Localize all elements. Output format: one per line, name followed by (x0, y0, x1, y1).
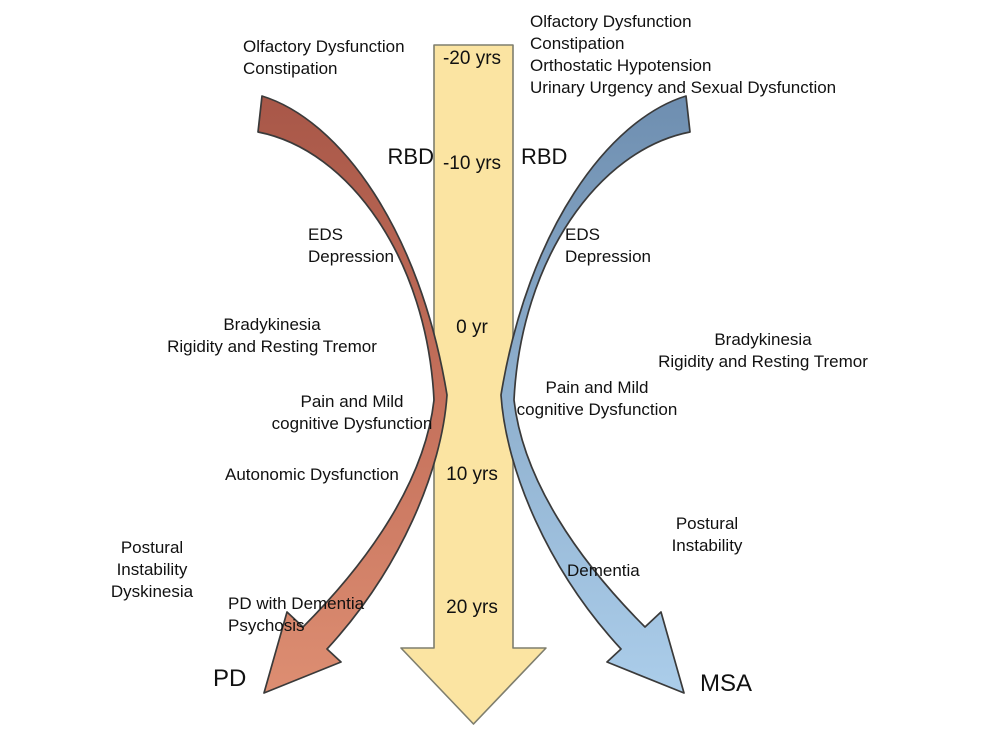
pd-motor-onset-label: Bradykinesia Rigidity and Resting Tremor (167, 315, 377, 356)
timeline-arrow (400, 44, 547, 725)
msa-prodromal-label: Olfactory Dysfunction Constipation Ortho… (530, 12, 837, 97)
msa-name-label: MSA (700, 670, 753, 697)
pd-rbd-label: RBD (387, 144, 434, 169)
msa-rbd-label: RBD (521, 144, 568, 169)
timeline-minus-20: -20 yrs (442, 48, 502, 69)
timeline-minus-10: -10 yrs (442, 153, 502, 174)
pd-autonomic-label: Autonomic Dysfunction (225, 465, 399, 484)
pd-eds-label: EDS Depression (308, 225, 394, 266)
pd-pain-label: Pain and Mild cognitive Dysfunction (271, 392, 433, 433)
pd-prodromal-label: Olfactory Dysfunction Constipation (243, 37, 405, 78)
msa-curve-arrow (500, 95, 691, 694)
pd-postural-label: Postural Instability Dyskinesia (110, 538, 194, 601)
timeline-plus-10: 10 yrs (446, 464, 498, 485)
msa-late-label: Dementia (567, 561, 640, 580)
msa-eds-label: EDS Depression (565, 225, 651, 266)
msa-postural-label: Postural Instability (671, 514, 743, 555)
timeline-zero: 0 yr (456, 317, 488, 338)
pd-curve-arrow (257, 95, 448, 694)
pd-late-label: PD with Dementia Psychosis (228, 594, 365, 635)
msa-pain-label: Pain and Mild cognitive Dysfunction (516, 378, 678, 419)
timeline-plus-20: 20 yrs (446, 597, 498, 618)
pd-name-label: PD (213, 665, 247, 692)
msa-motor-onset-label: Bradykinesia Rigidity and Resting Tremor (658, 330, 868, 371)
